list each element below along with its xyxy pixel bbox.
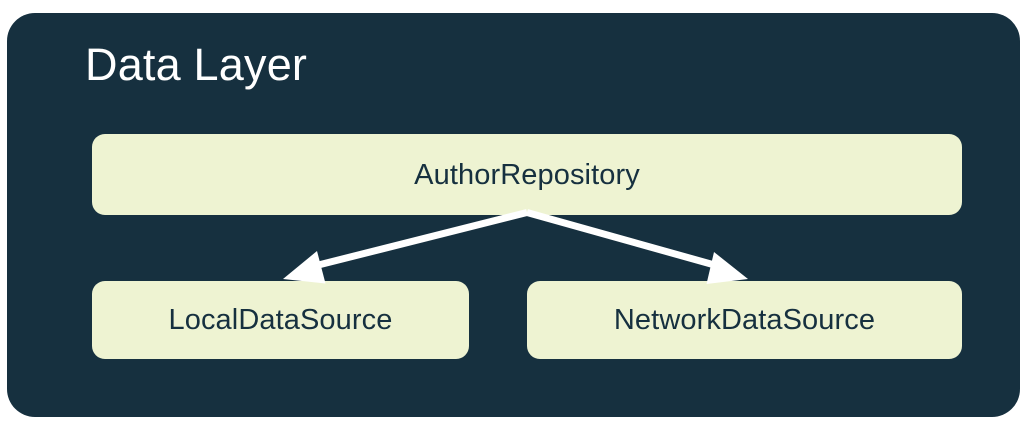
node-local-data-source[interactable]: LocalDataSource [92,281,469,359]
node-network-data-source[interactable]: NetworkDataSource [527,281,962,359]
node-author-repository[interactable]: AuthorRepository [92,134,962,215]
node-author-repository-label: AuthorRepository [414,158,640,191]
layer-title: Data Layer [85,39,308,90]
node-network-data-source-label: NetworkDataSource [613,304,876,336]
node-local-data-source-label: LocalDataSource [168,304,393,336]
